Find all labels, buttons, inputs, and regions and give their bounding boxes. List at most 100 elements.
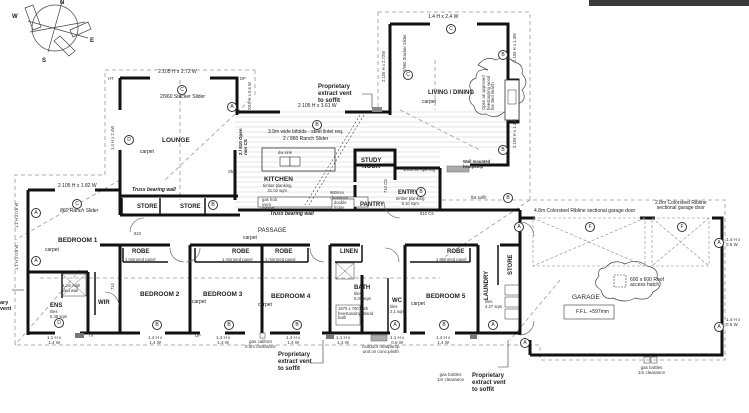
tv-label: TV xyxy=(88,333,94,338)
robe-2-label: ROBE xyxy=(232,249,250,255)
living-right-window: 2.105 H x 1.3W xyxy=(512,33,517,62)
window-tag-a: A xyxy=(714,322,724,332)
entry-floor: timber planking 5.10 sqm xyxy=(396,196,425,206)
ens-shower-note: 1.2m high tiled wall xyxy=(62,283,81,293)
gas-hob-note: gas hob oven extract xyxy=(262,197,277,212)
window-tag-a: A xyxy=(31,208,41,218)
compass-west: W xyxy=(12,14,18,20)
ranch-slider-bed1: 860 Ranch Slider xyxy=(60,208,99,214)
extract-vent-bottom-left: Proprietary extract vent to soffit xyxy=(278,352,312,372)
flat-soffit: flat soffit xyxy=(471,195,487,200)
top-right-bar xyxy=(589,0,749,6)
window-tag-b: B xyxy=(498,50,508,60)
wc-bottom-window: 1.1 H x 0.6 W xyxy=(390,335,405,345)
living-right-window-2: 2.105 H x 1.3W xyxy=(512,119,517,148)
door-710cs: 710 CS xyxy=(383,179,388,193)
living-dining-label: LIVING / DINING xyxy=(428,90,475,96)
kitchen-top-window: 2.105 H x 3.61 W xyxy=(298,103,337,109)
window-tag-c: C xyxy=(177,85,187,95)
bed1-top-window: 2.105 H x 1.82 W xyxy=(58,183,97,189)
bath-label: BATH xyxy=(354,285,371,291)
outdoor-heatpump-note: Outdoor heatpump unit on conc.plinth xyxy=(362,344,400,354)
gas-bottles-note-1: gas bottles 1m clearance xyxy=(437,372,465,382)
door-tag-b: B xyxy=(208,200,218,210)
lounge-floor: carpet xyxy=(140,149,154,155)
kitchen-label: KITCHEN xyxy=(264,176,293,183)
passage-label: PASSAGE xyxy=(258,228,287,234)
open-cs-note: 2 / 810 Open non CS xyxy=(238,128,248,155)
bed3-bottom-window: 1.4 H x 1.4 W xyxy=(216,335,231,345)
heatpump-note: Wall mounted heatpump xyxy=(463,159,491,169)
bedroom-5-floor: carpet xyxy=(411,301,425,307)
bedroom-1-label: BEDROOM 1 xyxy=(58,237,98,244)
extract-vent-top: Proprietary extract vent to soffit xyxy=(318,84,352,104)
robe-5-label: ROBE xyxy=(447,249,465,255)
garage-right-window-1: 1.4 H x 0.6 W xyxy=(726,237,741,247)
truss-wall-1: Truss bearing wall xyxy=(132,187,176,193)
bath-tub-note: 1675 x 760 bath freestanding island bath xyxy=(338,306,374,321)
lounge-right-window: XXX H x 0.6 W xyxy=(247,82,252,110)
lounge-left-window: 1.4 H x 2.4W xyxy=(110,125,115,150)
door-tag-f: F xyxy=(585,222,595,232)
truss-wall-2: Truss bearing wall xyxy=(270,211,314,217)
gas-califont-note: gas califont 0.5m clearance xyxy=(245,339,276,349)
roof-hatch-note: 600 x 600 Roof access hatch. xyxy=(630,277,664,288)
kitchen-floor: timber planking 31.02 sqm xyxy=(263,183,292,193)
bed5-bottom-window: 1.4 H x 1.4 W xyxy=(436,335,451,345)
bed1-left-window-2: 1.1 H x 0.6 W xyxy=(14,244,19,270)
clearance-960: 960mm clearance xyxy=(330,190,349,200)
window-tag-a: A xyxy=(714,238,724,248)
bedroom-2-label: BEDROOM 2 xyxy=(140,291,180,298)
bedroom-3-label: BEDROOM 3 xyxy=(203,291,243,298)
robe-1-label: ROBE xyxy=(132,249,150,255)
linen-label: LINEN xyxy=(340,249,358,255)
window-tag-c: C xyxy=(403,70,413,80)
extract-vent-far-left: ary vent xyxy=(0,300,12,313)
dw-sink: dw sink xyxy=(278,150,292,155)
bedroom-1-floor: carpet xyxy=(45,247,59,253)
ht-label: HT xyxy=(108,76,114,81)
living-stacker: 2/960 Stacker Slider xyxy=(402,34,407,72)
window-tag-d: D xyxy=(54,318,64,328)
window-tag-b: B xyxy=(498,145,508,155)
garage-door-1-note: 4.8m Colorsteel Ribline sectional garage… xyxy=(534,208,636,214)
window-tag-d: D xyxy=(124,135,134,145)
compass-east: E xyxy=(90,38,95,44)
door-810cs: 810 CS xyxy=(420,211,434,216)
bath-floor: tiles 5.09 sqm xyxy=(354,291,372,301)
compass-north: N xyxy=(60,0,65,6)
ffl-note: F.F.L. +597mm xyxy=(576,309,609,315)
window-tag-b: B xyxy=(152,320,162,330)
dp-label: DP xyxy=(240,76,246,81)
window-tag-b: B xyxy=(312,120,322,130)
gas-bottles-note-2: gas bottles 1m clearance xyxy=(638,365,666,375)
bath-bottom-window: 1.1 H x 1.4 W xyxy=(336,335,351,345)
double-fridge: double fridge xyxy=(334,200,347,210)
dp-label-bottom: DP xyxy=(195,333,201,338)
window-tag-a: A xyxy=(390,320,400,330)
passage-floor: carpet xyxy=(243,235,257,241)
compass-south: S xyxy=(42,58,47,64)
garage-label: GARAGE xyxy=(572,294,600,301)
door-710: 710 xyxy=(110,283,115,290)
wc-floor: tiles 2.1 sqm xyxy=(390,304,405,314)
bed1-left-window-1: 1.1 H x 0.6 W xyxy=(14,202,19,228)
store-1-label: STORE xyxy=(137,204,158,210)
fireplace-note: Open air approved freestanding wood fire… xyxy=(481,75,496,110)
living-top-window: 1.4 H x 2.4 W xyxy=(428,14,459,20)
opening-1800: 1800mm opening xyxy=(403,167,436,172)
living-floor: carpet xyxy=(422,99,436,105)
ens-bottom-window: 1.1 H x 1.4 W xyxy=(47,335,62,345)
lounge-label: LOUNGE xyxy=(162,137,190,144)
robe-2-note: 1 mirrored panel xyxy=(222,257,253,262)
ranch-slider-kitchen: 2 / 860 Ranch Slider xyxy=(283,136,329,142)
pantry-label: PANTRY xyxy=(360,202,384,208)
study-nook-label: STUDY NOOK xyxy=(361,158,382,170)
window-tag-a: A xyxy=(31,256,41,266)
door-810: 810 xyxy=(134,231,141,236)
window-tag-b: B xyxy=(224,320,234,330)
window-tag-c: C xyxy=(446,24,456,34)
bedroom-3-floor: carpet xyxy=(192,299,206,305)
window-tag-b: B xyxy=(503,193,513,203)
